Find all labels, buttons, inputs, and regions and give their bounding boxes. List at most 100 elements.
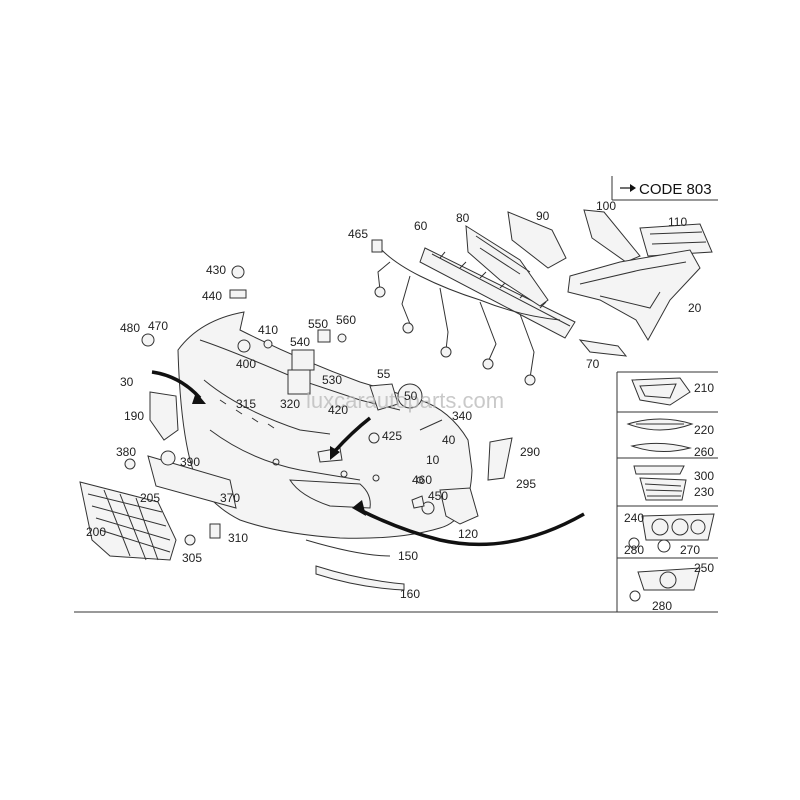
bracket-part-530: [287, 369, 311, 395]
label-220: 220: [694, 423, 714, 437]
strip-part-70: [578, 339, 628, 357]
label-420: 420: [328, 403, 348, 417]
screw-part-430: [231, 265, 245, 279]
label-200: 200: [86, 525, 106, 539]
label-90: 90: [536, 209, 550, 223]
label-370: 370: [220, 491, 240, 505]
arrows: [151, 370, 585, 547]
strip-part-150: [305, 539, 391, 557]
label-120: 120: [458, 527, 478, 541]
label-400: 400: [236, 357, 256, 371]
label-260: 260: [694, 445, 714, 459]
code-header: CODE 803: [611, 176, 718, 201]
label-270: 270: [680, 543, 700, 557]
label-425: 425: [382, 429, 402, 443]
label-55: 55: [377, 367, 391, 381]
screw-part-410: [263, 339, 273, 349]
screw-part-380: [124, 458, 136, 470]
label-160: 160: [400, 587, 420, 601]
label-210: 210: [694, 381, 714, 395]
label-110: 110: [668, 215, 687, 229]
grille-part-230: [639, 477, 687, 501]
label-440: 440: [202, 289, 222, 303]
label-470: 470: [148, 319, 168, 333]
label-540: 540: [290, 335, 310, 349]
label-70: 70: [586, 357, 600, 371]
bracket-part-120: [439, 487, 479, 525]
bracket-part-100: [583, 209, 641, 263]
label-465: 465: [348, 227, 368, 241]
label-10: 10: [426, 453, 440, 467]
label-80: 80: [456, 211, 470, 225]
wiring-harness-465: [371, 239, 561, 386]
label-380: 380: [116, 445, 136, 459]
label-250: 250: [694, 561, 714, 575]
code-803-label: CODE 803: [639, 181, 712, 198]
ring-part-280-b: [629, 590, 641, 602]
left-parts: [79, 265, 513, 591]
label-40: 40: [442, 433, 456, 447]
lamp-part-290: [487, 437, 513, 481]
label-150: 150: [398, 549, 418, 563]
label-560: 560: [336, 313, 356, 327]
label-550: 550: [308, 317, 328, 331]
label-290: 290: [520, 445, 540, 459]
plate-part-370: [147, 455, 237, 509]
label-205: 205: [140, 491, 160, 505]
bracket-part-55: [369, 383, 399, 411]
label-60: 60: [414, 219, 428, 233]
strip-part-40: [419, 419, 443, 431]
strip-part-160: [315, 565, 405, 591]
watermark: luxcarautoparts.com: [306, 388, 504, 413]
label-410: 410: [258, 323, 278, 337]
label-305: 305: [182, 551, 202, 565]
sensor-part-480: [141, 333, 155, 347]
label-240: 240: [624, 511, 644, 525]
label-320: 320: [280, 397, 300, 411]
label-50: 50: [404, 389, 418, 403]
trim-part-300: [633, 465, 685, 475]
ring-part-270: [657, 539, 671, 553]
clip-part-460: [411, 495, 425, 509]
label-30: 30: [120, 375, 134, 389]
label-190: 190: [124, 409, 144, 423]
label-460: 460: [412, 473, 432, 487]
label-315: 315: [236, 397, 256, 411]
bracket-part-190: [149, 391, 179, 441]
label-450: 450: [428, 489, 448, 503]
label-430: 430: [206, 263, 226, 277]
clip-part-310: [209, 523, 221, 539]
label-20: 20: [688, 301, 702, 315]
sensor-part-390: [160, 450, 176, 466]
variant-panel: [616, 371, 718, 612]
reinforcement-parts: [419, 209, 713, 357]
bracket-part-540: [291, 349, 315, 371]
sensor-part-400: [237, 339, 251, 353]
clip-part-440: [229, 289, 247, 299]
screw-part-305: [184, 534, 196, 546]
beam-part-60: [419, 247, 576, 339]
screw-part-560: [337, 333, 347, 343]
label-480: 480: [120, 321, 140, 335]
carrier-part-20: [567, 249, 701, 342]
label-310: 310: [228, 531, 248, 545]
label-300: 300: [694, 469, 714, 483]
grille-part-250: [637, 567, 701, 591]
ring-part-280: [628, 537, 640, 549]
label-530: 530: [322, 373, 342, 387]
trim-part-260: [630, 442, 692, 452]
label-230: 230: [694, 485, 714, 499]
label-295: 295: [516, 477, 536, 491]
part-50: [397, 383, 423, 409]
clip-part-425: [368, 432, 380, 444]
fog-cover-part-210: [631, 377, 691, 406]
screw-part-450: [421, 501, 435, 515]
label-280-b: 280: [652, 599, 672, 613]
clip-part-550: [317, 329, 331, 343]
label-390: 390: [180, 455, 200, 469]
label-100: 100: [596, 199, 616, 213]
grille-part-240: [641, 513, 715, 541]
bumper-cover-part-10: [177, 311, 473, 539]
grille-part-200: [79, 481, 177, 561]
